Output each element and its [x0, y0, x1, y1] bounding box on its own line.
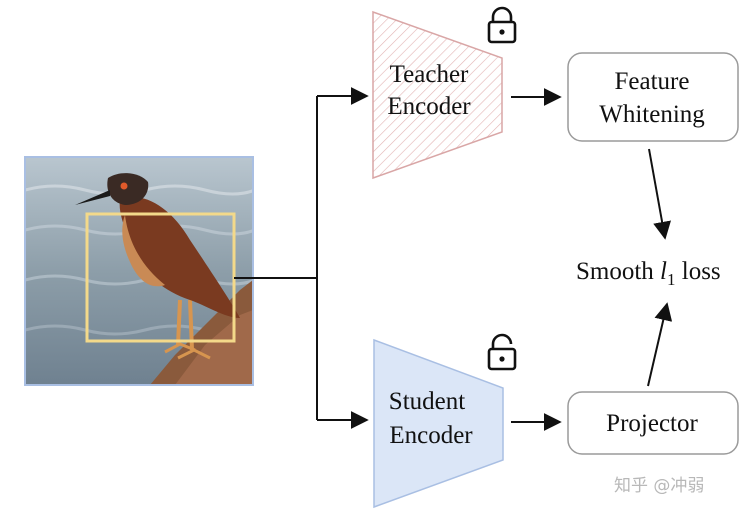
- arrow-whitening-to-loss: [648, 148, 671, 240]
- feature-whitening-label-2: Whitening: [599, 101, 705, 128]
- loss-label: Smooth l1 loss: [576, 258, 721, 289]
- teacher-encoder-label-1: Teacher: [390, 61, 469, 88]
- teacher-encoder-label-2: Encoder: [387, 93, 471, 120]
- teacher-encoder: Teacher Encoder: [372, 10, 503, 180]
- student-encoder: Student Encoder: [373, 338, 504, 509]
- branch-connector: [234, 87, 369, 429]
- watermark: 知乎 @冲弱: [614, 476, 704, 496]
- student-encoder-label-1: Student: [389, 388, 465, 415]
- input-image: [24, 156, 254, 386]
- arrow-projector-to-loss: [647, 302, 673, 387]
- student-encoder-label-2: Encoder: [389, 422, 473, 449]
- projector-box: Projector: [567, 391, 739, 455]
- feature-whitening-box: Feature Whitening: [567, 52, 739, 142]
- lock-icon: [487, 6, 517, 44]
- heron-bird: [75, 173, 240, 360]
- unlock-icon: [487, 333, 517, 371]
- projector-label: Projector: [606, 410, 698, 437]
- feature-whitening-label-1: Feature: [615, 68, 690, 95]
